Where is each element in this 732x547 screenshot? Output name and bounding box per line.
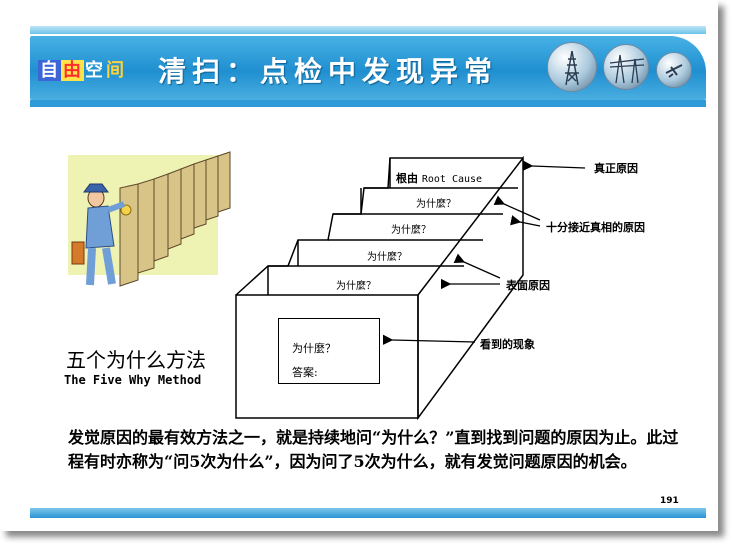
method-title-cn: 五个为什么方法 — [66, 348, 206, 372]
power-tower-icon — [565, 50, 579, 86]
bottom-bar — [30, 508, 706, 518]
diagram-side-face — [417, 155, 524, 421]
logo: 自由空间 — [38, 56, 126, 82]
box-question: 为什麼？ — [292, 342, 336, 355]
why-step-label: 为什麼？ — [336, 281, 376, 292]
why-step-label: 为什麼？ — [367, 252, 407, 263]
logo-char: 由 — [61, 60, 84, 81]
doors-clipart-image — [68, 151, 231, 287]
why-step-label: 为什麼？ — [416, 199, 456, 210]
annotation-near-true: 十分接近真相的原因 — [546, 221, 645, 234]
annotation-arrows — [382, 160, 586, 345]
why-step-label: 为什麼？ — [391, 225, 431, 236]
arrow-true-cause — [522, 160, 586, 171]
logo-char: 间 — [106, 60, 125, 81]
arrow-near-true-2 — [510, 215, 541, 227]
method-title-en: The Five Why Method — [64, 373, 202, 387]
annotation-surface: 表面原因 — [506, 279, 550, 292]
five-why-diagram — [235, 155, 524, 421]
power-tower-globe-icon — [547, 42, 597, 92]
box-answer: 答案: — [292, 366, 318, 379]
question-answer-box — [278, 318, 380, 384]
logo-char: 自 — [38, 60, 61, 81]
root-cause-cn: 根由 — [396, 172, 418, 185]
description-text: 发觉原因的最有效方法之一，就是持续地问“为什么？”直到找到问题的原因为止。此过程… — [68, 428, 679, 471]
annotation-true-cause: 真正原因 — [594, 162, 638, 175]
satellite-icon — [665, 64, 683, 78]
arrow-seen — [382, 334, 476, 345]
power-lines-globe-icon — [603, 44, 649, 90]
power-lines-icon — [609, 54, 645, 84]
page-number: 191 — [660, 496, 679, 506]
annotation-seen: 看到的现象 — [480, 338, 535, 351]
satellite-globe-icon — [656, 52, 692, 88]
top-stripe — [30, 26, 706, 34]
slide: 自由空间 清扫：点检中发现异常 — [30, 26, 706, 518]
root-cause-label: 根由 Root Cause — [396, 170, 482, 186]
arrow-near-true-1 — [493, 195, 541, 221]
banner-underline — [30, 100, 706, 107]
slide-title: 清扫：点检中发现异常 — [158, 55, 499, 88]
arrow-surface-1 — [453, 253, 501, 279]
logo-char: 空 — [85, 60, 104, 81]
root-cause-en: Root Cause — [421, 174, 483, 185]
